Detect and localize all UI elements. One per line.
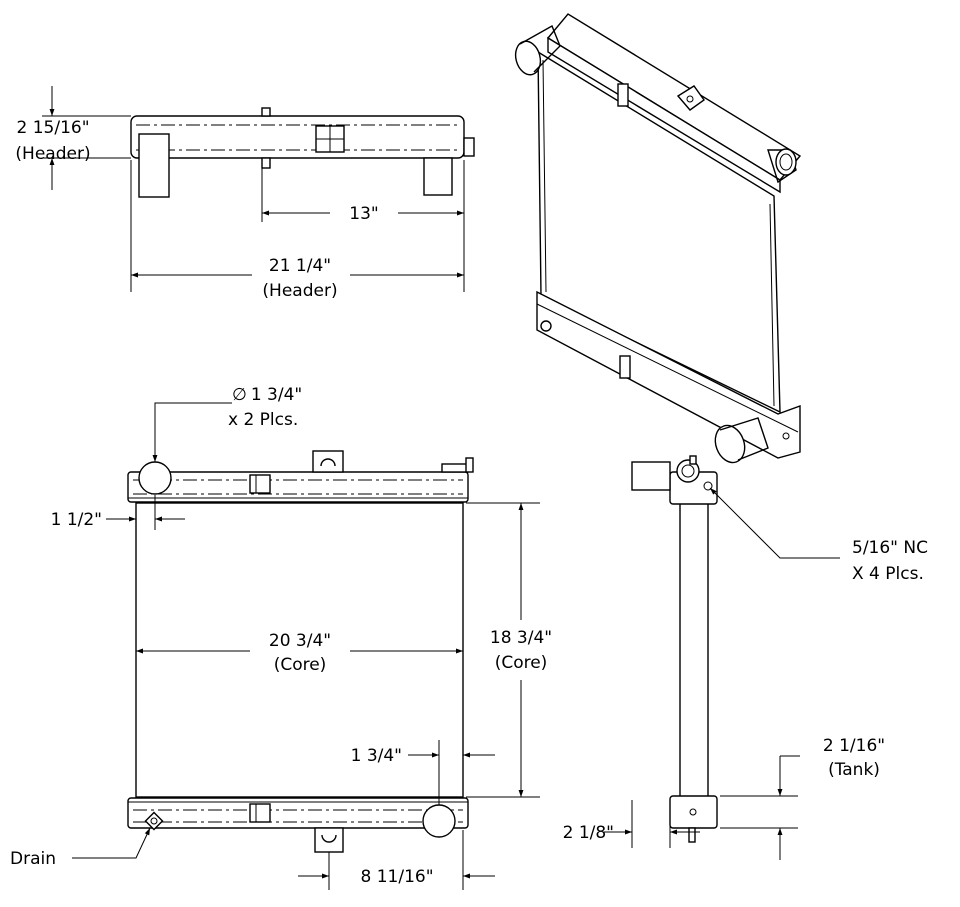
header-height-dim: 2 15/16" bbox=[16, 118, 89, 138]
side-offset-dim: 1 1/2" bbox=[51, 510, 102, 530]
bottom-offset-dim: 8 11/16" bbox=[360, 867, 433, 887]
inlet-port bbox=[138, 461, 172, 495]
port-dia-dim: ∅1 3/4" bbox=[232, 385, 302, 405]
core-width-dim: 20 3/4" bbox=[269, 631, 331, 651]
core-height-dim: 18 3/4" bbox=[490, 628, 552, 648]
outlet-port bbox=[422, 804, 456, 838]
side-top-bracket bbox=[631, 461, 671, 491]
thread-qty: X 4 Plcs. bbox=[852, 564, 924, 584]
header-height-note: (Header) bbox=[15, 144, 90, 164]
inlet-neck-right bbox=[423, 157, 453, 196]
header-width-note: (Header) bbox=[262, 281, 337, 301]
isometric-view bbox=[514, 13, 802, 464]
header-width-dim: 21 1/4" bbox=[269, 256, 331, 276]
tank-depth-note: (Tank) bbox=[828, 760, 880, 780]
front-bottom-tank bbox=[127, 797, 469, 829]
top-view: 2 15/16" (Header) 13" 21 1/4" (Header) bbox=[15, 86, 475, 301]
inlet-neck-left bbox=[138, 133, 170, 198]
tank-depth-dim: 2 1/16" bbox=[823, 736, 885, 756]
port-qty: x 2 Plcs. bbox=[228, 410, 298, 430]
outlet-offset-dim: 1 3/4" bbox=[351, 746, 402, 766]
core-height-note: (Core) bbox=[495, 653, 548, 673]
iso-core bbox=[537, 50, 781, 414]
side-bottom-tank bbox=[669, 795, 718, 829]
port-dia-value: 1 3/4" bbox=[251, 385, 302, 405]
mount-offset-dim: 2 1/8" bbox=[563, 823, 614, 843]
core-width-note: (Core) bbox=[274, 655, 327, 675]
drain-plug bbox=[144, 811, 164, 831]
drain-label: Drain bbox=[10, 849, 56, 869]
bottom-tab bbox=[261, 157, 271, 169]
diameter-symbol: ∅ bbox=[232, 385, 247, 405]
top-tab bbox=[261, 107, 271, 117]
side-view: 5/16" NC X 4 Plcs. 2 1/16" (Tank) 2 1/8" bbox=[563, 455, 928, 860]
side-core bbox=[679, 497, 709, 799]
inlet-offset-dim: 13" bbox=[349, 204, 378, 224]
iso-bottom-tank bbox=[536, 290, 801, 459]
front-view: ∅1 3/4" x 2 Plcs. 1 1/2" 20 3/4" (Core) … bbox=[10, 385, 552, 890]
iso-outlet-pipe bbox=[714, 424, 746, 464]
thread-dim: 5/16" NC bbox=[852, 538, 928, 558]
cap-fitting bbox=[463, 137, 475, 157]
header-tank bbox=[130, 115, 465, 159]
